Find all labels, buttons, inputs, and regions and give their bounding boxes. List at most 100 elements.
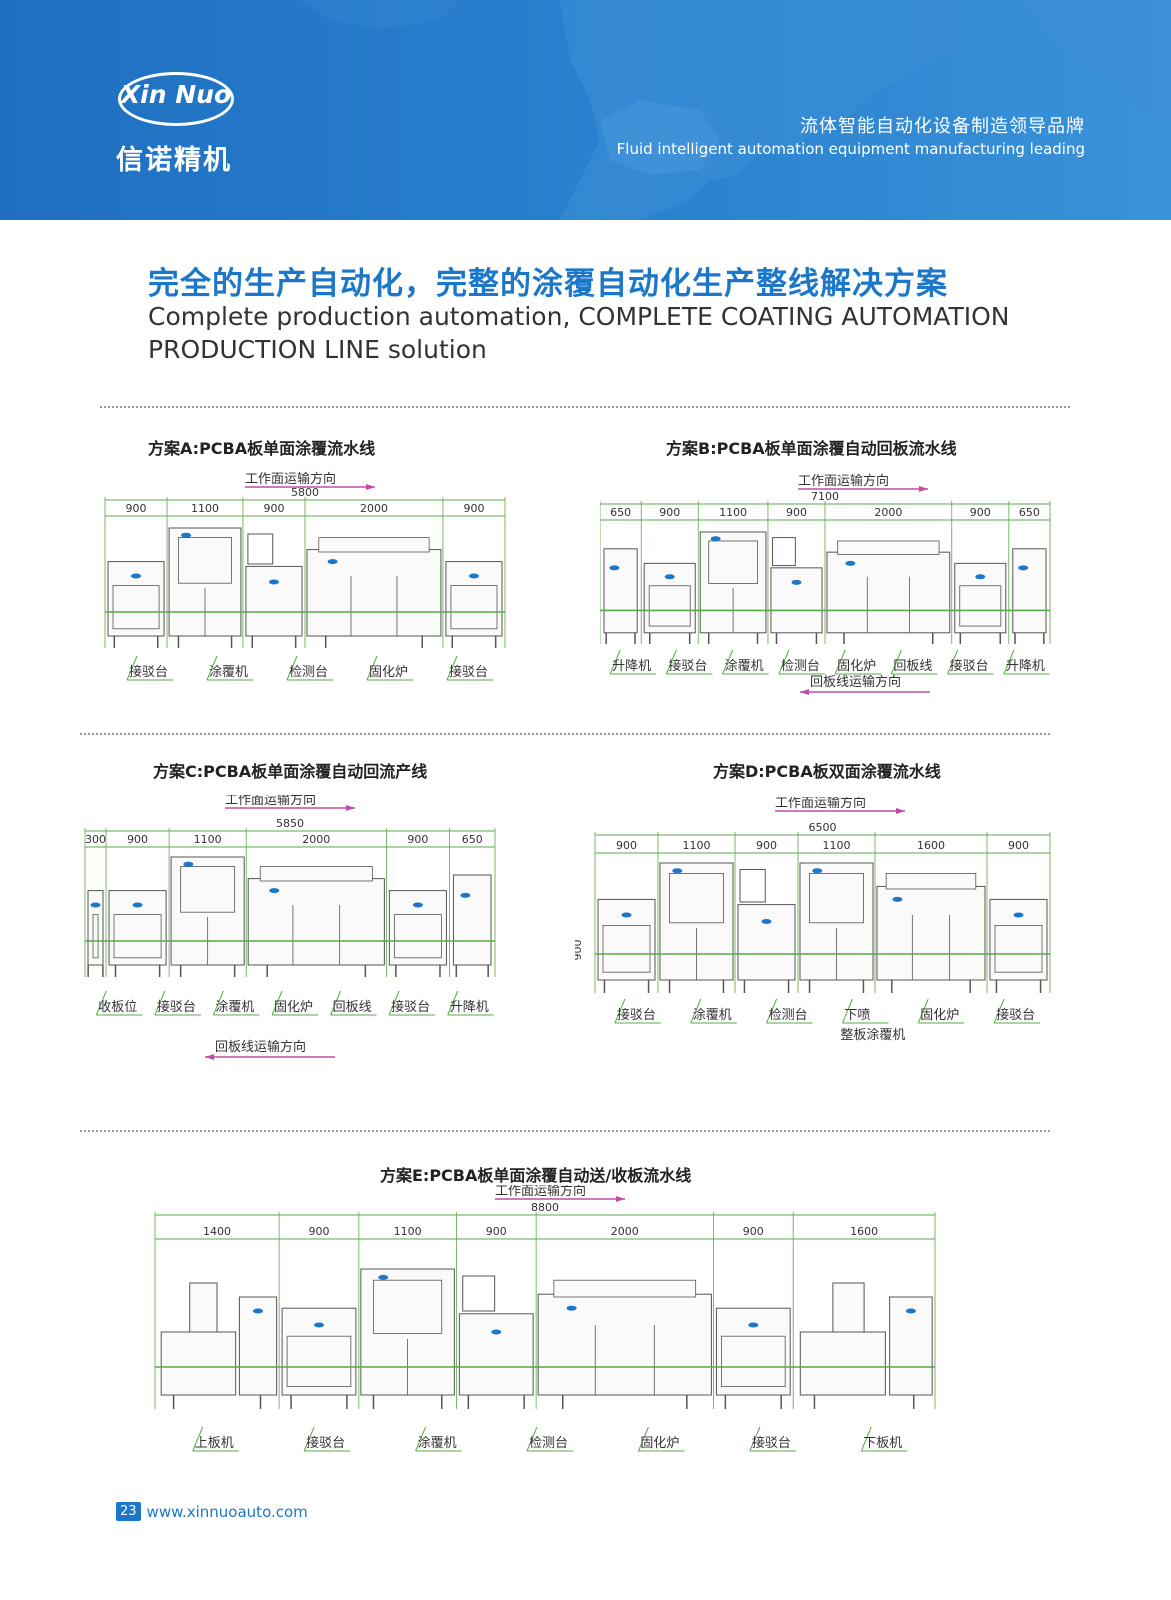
segment-dim-value: 900 bbox=[407, 833, 428, 846]
machine-1-body bbox=[281, 1307, 357, 1396]
machine-4-door bbox=[393, 914, 442, 959]
station-label: 上板机 bbox=[195, 1436, 234, 1451]
station-label: 回板线 bbox=[333, 1000, 372, 1015]
label-leader bbox=[766, 998, 778, 1024]
station-label: 接驳台 bbox=[996, 1007, 1035, 1023]
direction-label: 工作面运输方向 bbox=[775, 797, 866, 811]
machine-1-logo bbox=[664, 574, 675, 580]
segment-dim-value: 900 bbox=[463, 502, 484, 515]
slogan-en: Fluid intelligent automation equipment m… bbox=[616, 140, 1085, 158]
website-link[interactable]: www.xinnuoauto.com bbox=[146, 1502, 308, 1521]
machine-4-body bbox=[537, 1293, 712, 1396]
machine-6-logo bbox=[1018, 565, 1029, 571]
segment-dim-value: 2000 bbox=[874, 506, 902, 519]
page-number: 23 bbox=[116, 1502, 141, 1521]
machine-2-window bbox=[373, 1279, 443, 1334]
station-label: 升降机 bbox=[612, 659, 651, 674]
return-direction-label: 回板线运输方向 bbox=[810, 674, 901, 690]
segment-dim-value: 1100 bbox=[194, 833, 222, 846]
label-leader bbox=[192, 1426, 204, 1452]
station-label: 接驳台 bbox=[617, 1007, 656, 1023]
machine-1-logo bbox=[181, 532, 192, 538]
page-title-en: Complete production automation, COMPLETE… bbox=[148, 302, 1010, 364]
machine-0-door bbox=[112, 585, 160, 630]
machine-0-body bbox=[597, 898, 656, 981]
station-label: 涂覆机 bbox=[725, 658, 764, 674]
segment-dim-value: 900 bbox=[743, 1225, 764, 1238]
label-leader bbox=[212, 990, 224, 1016]
segment-dim-value: 900 bbox=[786, 506, 807, 519]
label-leader bbox=[206, 655, 218, 681]
machine-2-body bbox=[245, 565, 303, 637]
segment-dim-value: 900 bbox=[263, 502, 284, 515]
scheme-a-title: 方案A:PCBA板单面涂覆流水线 bbox=[148, 439, 376, 458]
station-label: 接驳台 bbox=[391, 999, 430, 1015]
station-label: 下板机 bbox=[863, 1436, 902, 1451]
machine-3-monitor bbox=[772, 537, 796, 567]
label-leader bbox=[890, 649, 902, 675]
label-leader bbox=[95, 990, 107, 1016]
label-leader bbox=[993, 998, 1005, 1024]
machine-2-logo bbox=[268, 579, 279, 585]
station-label: 固化炉 bbox=[369, 665, 408, 680]
machine-2-logo bbox=[378, 1274, 389, 1280]
segment-dim-value: 2000 bbox=[302, 833, 330, 846]
machine-3-window bbox=[809, 873, 864, 924]
machine-6-body bbox=[1012, 548, 1047, 634]
scheme-b-title: 方案B:PCBA板单面涂覆自动回板流水线 bbox=[666, 439, 957, 458]
label-leader bbox=[286, 655, 298, 681]
station-label: 检测台 bbox=[769, 1008, 808, 1023]
segment-dim-value: 900 bbox=[659, 506, 680, 519]
scheme-c-title: 方案C:PCBA板单面涂覆自动回流产线 bbox=[153, 762, 428, 781]
label-leader bbox=[303, 1426, 315, 1452]
machine-5-body bbox=[452, 874, 492, 966]
direction-label: 工作面运输方向 bbox=[225, 795, 316, 808]
machine-4-hood bbox=[553, 1279, 697, 1298]
segment-dim-value: 1400 bbox=[203, 1225, 231, 1238]
scheme-e-title: 方案E:PCBA板单面涂覆自动送/收板流水线 bbox=[380, 1166, 692, 1185]
machine-3-logo bbox=[812, 868, 823, 874]
total-dim-value: 5800 bbox=[291, 486, 319, 499]
machine-2-logo bbox=[761, 919, 772, 924]
station-label: 接驳台 bbox=[449, 664, 488, 680]
slogan-cn: 流体智能自动化设备制造领导品牌 bbox=[800, 116, 1085, 137]
label-leader bbox=[947, 649, 959, 675]
label-leader bbox=[834, 649, 846, 675]
brand-name: 信诺精机 bbox=[116, 145, 232, 176]
machine-2-body bbox=[737, 904, 796, 981]
direction-label: 工作面运输方向 bbox=[245, 471, 336, 487]
machine-0-door bbox=[92, 914, 99, 959]
return-direction-arrow-head bbox=[800, 689, 809, 695]
machine-0-logo bbox=[131, 573, 142, 579]
machine-3-hood bbox=[259, 866, 373, 882]
height-dim-value: 900 bbox=[575, 940, 584, 961]
machine-0-body bbox=[603, 548, 638, 634]
station-label: 涂覆机 bbox=[215, 999, 254, 1015]
machine-4-logo bbox=[468, 573, 479, 579]
station-label: 接驳台 bbox=[950, 658, 989, 674]
station-label: 接驳台 bbox=[129, 664, 168, 680]
machine-5-door bbox=[721, 1335, 786, 1387]
station-label: 收板位 bbox=[98, 1000, 137, 1015]
station-label: 涂覆机 bbox=[209, 664, 248, 680]
machine-4-logo bbox=[892, 896, 903, 902]
machine-6-tower bbox=[832, 1282, 865, 1333]
machine-3-body bbox=[247, 878, 385, 966]
machine-5-logo bbox=[975, 574, 986, 580]
total-dim-value: 7100 bbox=[811, 490, 839, 503]
machine-0-body bbox=[160, 1331, 237, 1396]
label-leader bbox=[917, 998, 929, 1024]
station-label: 升降机 bbox=[1006, 659, 1045, 674]
segment-dim-value: 2000 bbox=[611, 1225, 639, 1238]
segment-dim-value: 1100 bbox=[823, 839, 851, 852]
station-label: 检测台 bbox=[289, 665, 328, 680]
machine-1-door bbox=[648, 585, 691, 627]
label-leader bbox=[722, 649, 734, 675]
scheme-d-title: 方案D:PCBA板双面涂覆流水线 bbox=[713, 762, 941, 781]
label-leader bbox=[637, 1426, 649, 1452]
machine-0-tower bbox=[189, 1282, 218, 1333]
label-leader bbox=[446, 655, 458, 681]
machine-2-window bbox=[708, 540, 758, 584]
